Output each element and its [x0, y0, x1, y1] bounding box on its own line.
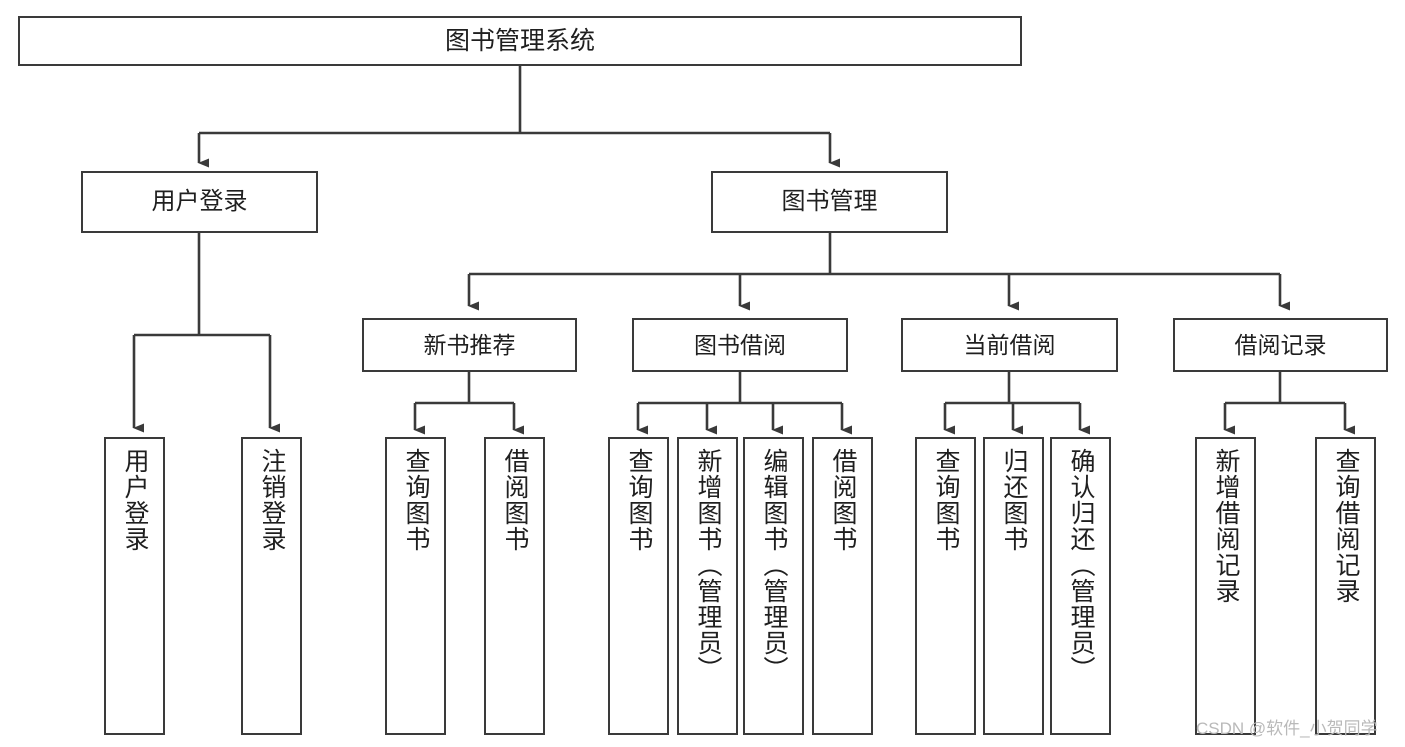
node-root-system[interactable]: 图书管理系统 [18, 16, 1022, 66]
leaf-borrow-book-recommend[interactable]: 借阅图书 [484, 437, 545, 735]
leaf-return-book[interactable]: 归还图书 [983, 437, 1044, 735]
node-label: 查询借阅记录 [1332, 448, 1360, 604]
node-label: 查询图书 [932, 448, 960, 552]
node-book-management[interactable]: 图书管理 [711, 171, 948, 233]
node-label: 图书管理 [781, 188, 878, 216]
leaf-add-book-admin[interactable]: 新增图书（管理员） [677, 437, 738, 735]
leaf-add-borrow-record[interactable]: 新增借阅记录 [1195, 437, 1256, 735]
leaf-borrow-book[interactable]: 借阅图书 [812, 437, 873, 735]
node-label: 新书推荐 [423, 331, 516, 358]
node-label: 新增图书（管理员） [694, 448, 722, 682]
node-label: 查询图书 [625, 448, 653, 552]
leaf-confirm-return-admin[interactable]: 确认归还（管理员） [1050, 437, 1111, 735]
node-label: 新增借阅记录 [1212, 448, 1240, 604]
leaf-query-book-borrow[interactable]: 查询图书 [608, 437, 669, 735]
leaf-query-book-current[interactable]: 查询图书 [915, 437, 976, 735]
node-new-book-recommend[interactable]: 新书推荐 [362, 318, 577, 372]
node-user-login[interactable]: 用户登录 [81, 171, 318, 233]
node-label: 确认归还（管理员） [1067, 448, 1095, 682]
node-label: 借阅记录 [1234, 331, 1327, 358]
node-book-borrow[interactable]: 图书借阅 [632, 318, 848, 372]
node-label: 借阅图书 [829, 448, 857, 552]
node-label: 归还图书 [1000, 448, 1028, 552]
node-label: 当前借阅 [963, 331, 1056, 358]
node-borrow-records[interactable]: 借阅记录 [1173, 318, 1388, 372]
leaf-logout[interactable]: 注销登录 [241, 437, 302, 735]
node-label: 编辑图书（管理员） [760, 448, 788, 682]
node-label: 图书管理系统 [444, 26, 595, 55]
node-label: 注销登录 [258, 448, 286, 552]
leaf-query-book-recommend[interactable]: 查询图书 [385, 437, 446, 735]
leaf-edit-book-admin[interactable]: 编辑图书（管理员） [743, 437, 804, 735]
leaf-query-borrow-record[interactable]: 查询借阅记录 [1315, 437, 1376, 735]
node-label: 用户登录 [121, 448, 149, 552]
node-label: 查询图书 [402, 448, 430, 552]
node-current-borrow[interactable]: 当前借阅 [901, 318, 1118, 372]
node-label: 图书借阅 [694, 331, 786, 358]
node-label: 借阅图书 [501, 448, 529, 552]
node-label: 用户登录 [151, 188, 248, 216]
leaf-user-login[interactable]: 用户登录 [104, 437, 165, 735]
